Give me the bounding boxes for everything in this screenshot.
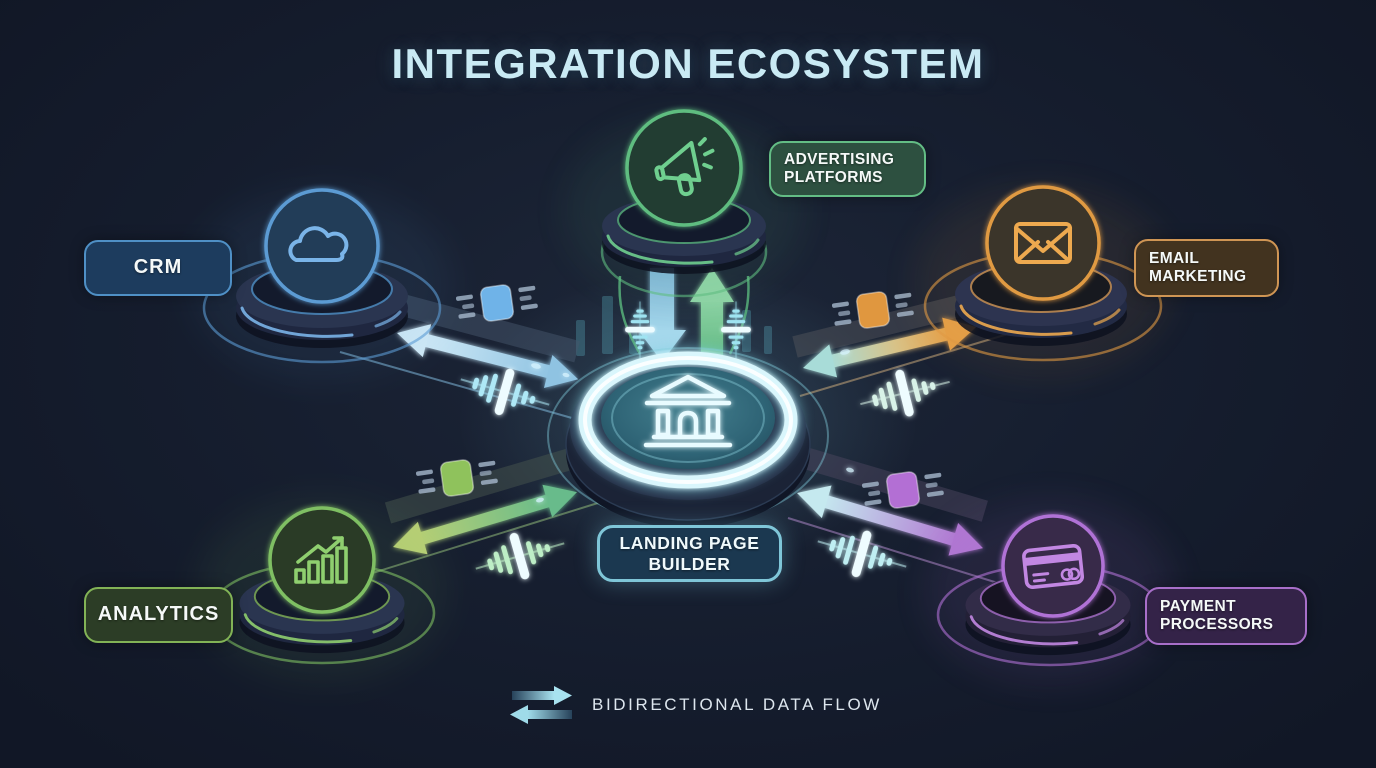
bidirectional-arrows-icon: [510, 686, 572, 724]
hub-landing-page-builder: [547, 347, 829, 528]
bank-building-icon: [643, 374, 733, 448]
bar-chart-icon: [294, 536, 348, 584]
envelope-icon: [1014, 222, 1072, 264]
page-title: INTEGRATION ECOSYSTEM: [391, 40, 985, 87]
node-advertising-platforms: [564, 109, 804, 300]
legend-bidirectional-data-flow: BIDIRECTIONAL DATA FLOW: [508, 684, 882, 726]
node-label-email-marketing: EMAIL MARKETING: [1134, 239, 1279, 297]
node-crm: [192, 188, 452, 380]
hub-label-landing-page-builder: LANDING PAGE BUILDER: [597, 525, 782, 582]
hub-disc: [601, 367, 775, 469]
node-circle: [1001, 514, 1105, 618]
megaphone-icon: [654, 137, 715, 197]
cloud-icon: [288, 226, 349, 262]
node-circle: [625, 109, 743, 227]
node-payment-processors: [925, 500, 1175, 684]
glow-specks: [531, 349, 854, 503]
node-label-analytics: ANALYTICS: [84, 587, 233, 643]
node-email-marketing: [913, 185, 1173, 377]
node-label-crm: CRM: [84, 240, 232, 296]
node-label-payment-processors: PAYMENT PROCESSORS: [1145, 587, 1307, 645]
node-circle: [264, 188, 380, 304]
node-circle: [985, 185, 1101, 301]
legend-label: BIDIRECTIONAL DATA FLOW: [592, 695, 882, 714]
node-label-advertising-platforms: ADVERTISING PLATFORMS: [769, 141, 926, 197]
node-analytics: [197, 498, 447, 682]
credit-card-icon: [1022, 543, 1085, 590]
